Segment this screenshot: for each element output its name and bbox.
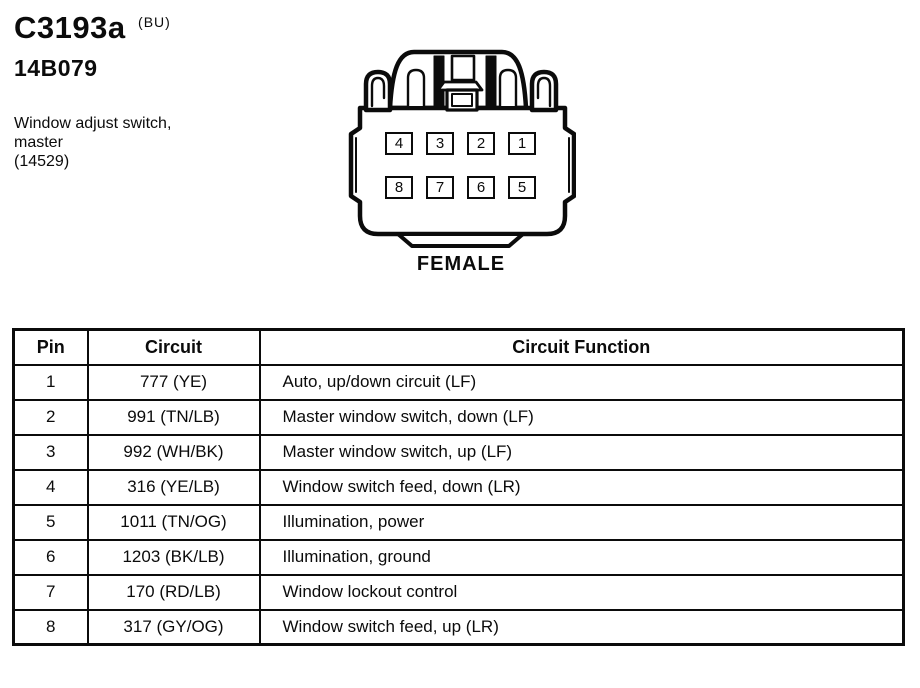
pin-cell: 2 — [12, 398, 89, 436]
pin-box-4: 4 — [385, 132, 413, 155]
pin-cell: 7 — [12, 573, 89, 611]
circuit-cell: 317 (GY/OG) — [86, 608, 261, 646]
circuit-cell: 316 (YE/LB) — [86, 468, 261, 506]
pin-box-2: 2 — [467, 132, 495, 155]
circuit-cell: 777 (YE) — [86, 363, 261, 401]
circuit-function-cell: Master window switch, down (LF) — [258, 398, 905, 436]
circuit-cell: 991 (TN/LB) — [86, 398, 261, 436]
connector-id: C3193a — [14, 10, 126, 45]
circuit-function-cell: Window switch feed, up (LR) — [258, 608, 905, 646]
circuit-function-cell: Window switch feed, down (LR) — [258, 468, 905, 506]
part-number: 14B079 — [14, 55, 98, 81]
col-header-circuit: Circuit — [86, 328, 261, 366]
circuit-function-cell: Auto, up/down circuit (LF) — [258, 363, 905, 401]
pin-row-top: 4 3 2 1 — [385, 132, 536, 155]
pin-box-7: 7 — [426, 176, 454, 199]
connector-description: Window adjust switch, master (14529) — [14, 114, 171, 171]
circuit-function-cell: Master window switch, up (LF) — [258, 433, 905, 471]
col-header-circuit-function: Circuit Function — [258, 328, 905, 366]
description-line-3: (14529) — [14, 153, 70, 170]
circuit-function-cell: Illumination, ground — [258, 538, 905, 576]
circuit-cell: 170 (RD/LB) — [86, 573, 261, 611]
circuit-cell: 992 (WH/BK) — [86, 433, 261, 471]
circuit-function-cell: Window lockout control — [258, 573, 905, 611]
connector-location-code: (BU) — [138, 14, 171, 30]
pin-cell: 4 — [12, 468, 89, 506]
pin-cell: 1 — [12, 363, 89, 401]
circuit-function-cell: Illumination, power — [258, 503, 905, 541]
pin-cell: 6 — [12, 538, 89, 576]
title-block: C3193a (BU) 14B079 Window adjust switch,… — [14, 10, 171, 171]
pin-cell: 3 — [12, 433, 89, 471]
connector-diagram: 4 3 2 1 8 7 6 5 — [346, 44, 576, 256]
connector-gender-label: FEMALE — [416, 253, 506, 275]
pin-box-3: 3 — [426, 132, 454, 155]
pin-box-1: 1 — [508, 132, 536, 155]
pin-box-5: 5 — [508, 176, 536, 199]
pin-row-bottom: 8 7 6 5 — [385, 176, 536, 199]
circuit-cell: 1011 (TN/OG) — [86, 503, 261, 541]
description-line-1: Window adjust switch, — [14, 115, 172, 132]
table-header-row: Pin Circuit Circuit Function — [12, 328, 905, 366]
circuit-cell: 1203 (BK/LB) — [86, 538, 261, 576]
pin-cell: 8 — [12, 608, 89, 646]
description-line-2: master — [14, 134, 63, 151]
pin-box-6: 6 — [467, 176, 495, 199]
connector-id-line: C3193a (BU) — [14, 10, 171, 46]
pin-box-8: 8 — [385, 176, 413, 199]
pin-cell: 5 — [12, 503, 89, 541]
col-header-pin: Pin — [12, 328, 89, 366]
